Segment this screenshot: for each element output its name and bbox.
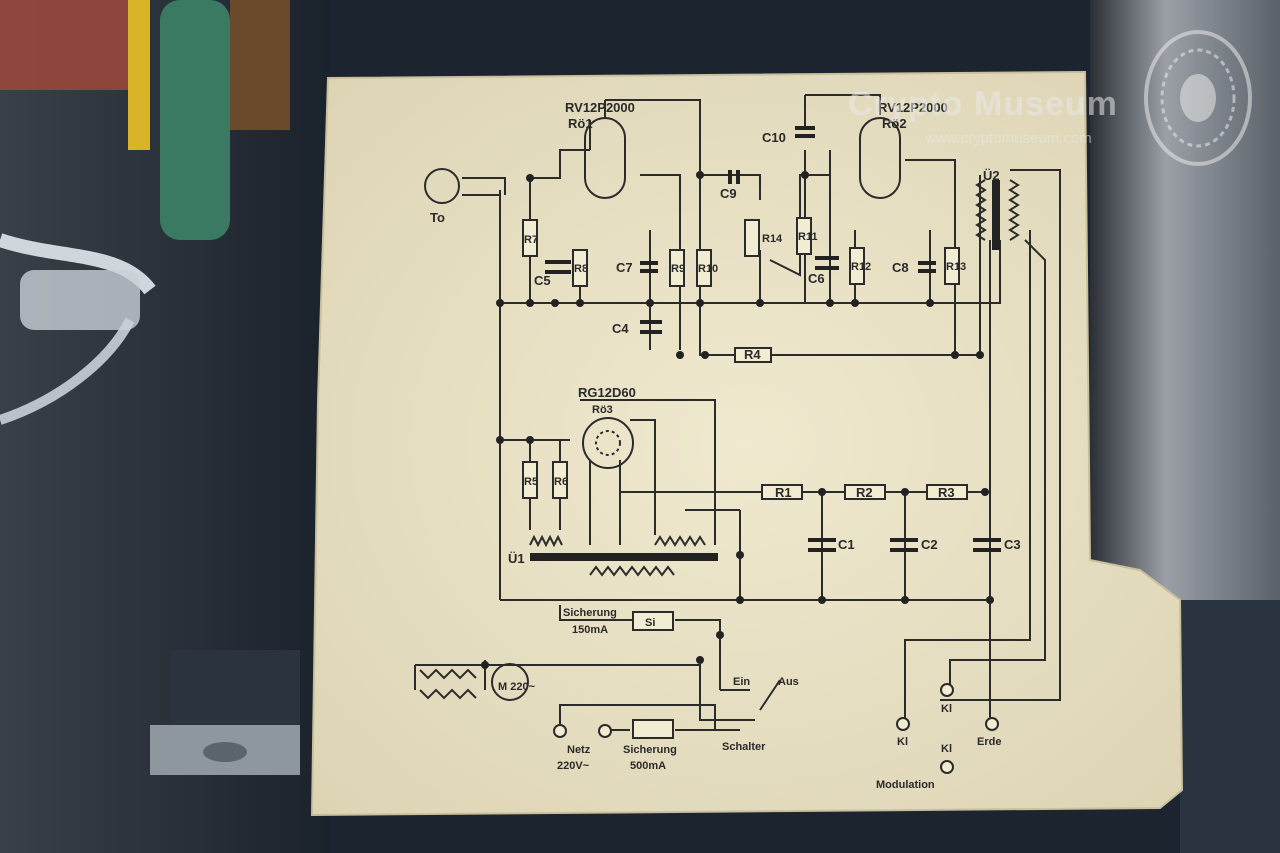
watermark: Crypto Museum www.cryptomuseum.com (848, 30, 1252, 166)
c3-label: C3 (1004, 537, 1021, 552)
watermark-brand: Crypto Museum (848, 85, 1118, 123)
r7-label: R7 (524, 234, 538, 246)
c5-label: C5 (534, 273, 551, 288)
output-transformer-label: Ü2 (983, 168, 1000, 183)
tube1-type-label: RV12P2000 (565, 100, 635, 115)
mains-label: Netz (567, 744, 591, 756)
c9-label: C9 (720, 186, 737, 201)
tube1-ref-label: Rö1 (568, 116, 593, 131)
terminals (553, 683, 999, 774)
watermark-logo (1144, 30, 1252, 166)
microphone-label: To (430, 210, 445, 225)
c2-label: C2 (921, 537, 938, 552)
c1-label: C1 (838, 537, 855, 552)
r2-label: R2 (856, 485, 873, 500)
r11-label: R11 (798, 231, 818, 243)
switch-label: Schalter (722, 741, 766, 753)
mounting-bracket (150, 650, 300, 775)
tube2-type-label: RV12P2000 (878, 100, 948, 115)
schematic-labels: RV12P2000 Rö1 RV12P2000 Rö2 RG12D60 Rö3 … (430, 100, 1021, 791)
microphone-symbol (424, 168, 460, 204)
fuse-mains-rating: 500mA (630, 760, 666, 772)
motor-symbol (491, 663, 529, 701)
r6-label: R6 (554, 476, 568, 488)
r13-label: R13 (946, 261, 966, 273)
c10-label: C10 (762, 130, 786, 145)
r8-label: R8 (574, 263, 588, 275)
wiring-bundle (0, 0, 290, 425)
c4-label: C4 (612, 321, 629, 336)
c6-label: C6 (808, 271, 825, 286)
r9-label: R9 (671, 263, 685, 275)
tube-symbols (582, 117, 901, 469)
watermark-url: www.cryptomuseum.com (924, 130, 1092, 147)
transformer-symbols (419, 179, 1020, 700)
kl-label-3: Kl (941, 743, 952, 755)
r1-label: R1 (775, 485, 792, 500)
resistor-symbols (522, 217, 968, 739)
fuse-small-label: Sicherung (563, 607, 617, 619)
r3-label: R3 (938, 485, 955, 500)
r14-label: R14 (762, 233, 783, 245)
kl-label-1: Kl (897, 736, 908, 748)
fuse-small-symbol: Si (645, 617, 655, 629)
kl-label-2: Kl (941, 703, 952, 715)
schematic-card (310, 70, 1184, 817)
c8-label: C8 (892, 260, 909, 275)
tube2-ref-label: Rö2 (882, 116, 907, 131)
capacitor-symbols (545, 126, 1001, 552)
schematic-wiring (414, 94, 1061, 731)
rectifier-type-label: RG12D60 (578, 385, 636, 400)
modulation-label: Modulation (876, 779, 935, 791)
power-transformer-label: Ü1 (508, 551, 525, 566)
r12-label: R12 (851, 261, 871, 273)
c7-label: C7 (616, 260, 633, 275)
switch-off-label: Aus (778, 676, 799, 688)
fuse-mains-label: Sicherung (623, 744, 677, 756)
fuse-small-rating: 150mA (572, 624, 608, 636)
mains-voltage: 220V~ (557, 760, 590, 772)
erde-label: Erde (977, 736, 1001, 748)
r10-label: R10 (698, 263, 718, 275)
junction-dots (481, 171, 994, 669)
rectifier-ref-label: Rö3 (592, 404, 613, 416)
r5-label: R5 (524, 476, 538, 488)
switch-on-label: Ein (733, 676, 750, 688)
r4-label: R4 (744, 347, 761, 362)
motor-label: M 220~ (498, 681, 536, 693)
